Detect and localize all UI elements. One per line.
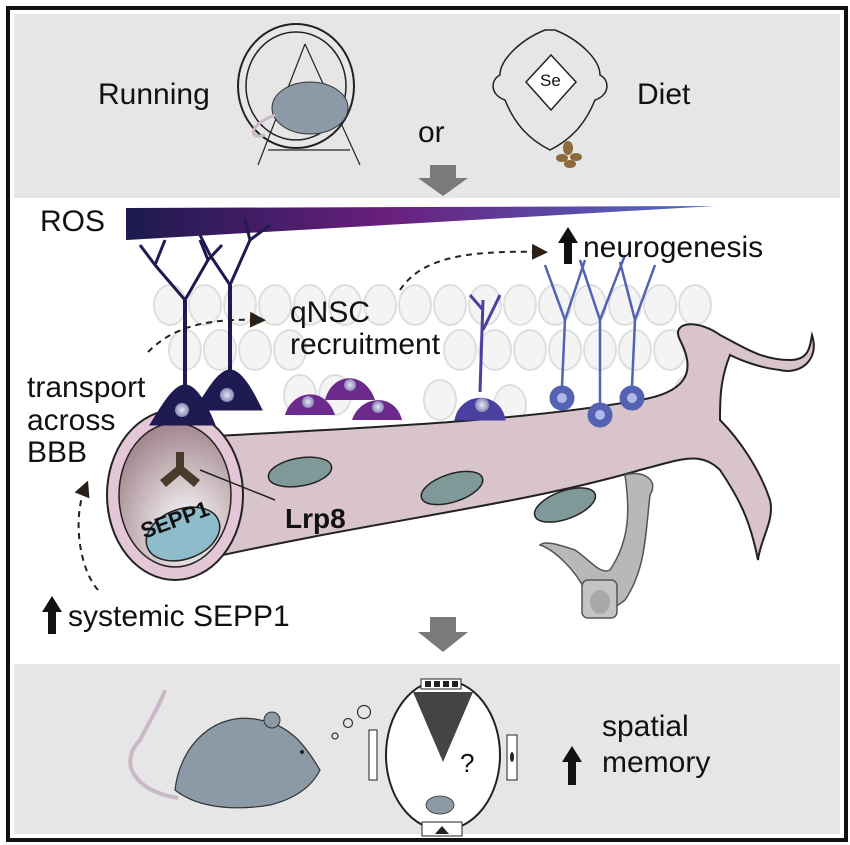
running-label: Running: [98, 78, 210, 111]
diet-label: Diet: [637, 78, 691, 111]
spatial-label: spatial: [602, 710, 689, 743]
recruitment-label: recruitment: [290, 328, 441, 361]
flow-arrow-to-neurogenesis: [399, 243, 548, 291]
down-arrow-icon: [418, 165, 468, 196]
memory-label: memory: [602, 746, 711, 779]
newborn-neurons: [543, 254, 657, 428]
down-arrow-icon: [418, 617, 468, 652]
intervention-panel: [14, 14, 840, 198]
lrp8-label: Lrp8: [285, 503, 346, 534]
platform-quadrant: [413, 692, 473, 762]
ros-gradient-bar: [126, 206, 715, 240]
neurogenesis-label: neurogenesis: [583, 231, 764, 264]
water-maze-icon: [368, 678, 518, 837]
mouse-icon: [271, 81, 349, 135]
sepp1-protein: [145, 506, 221, 562]
across-label: across: [27, 404, 116, 437]
mature-neurons: [138, 219, 271, 426]
glial-cell: [538, 472, 654, 619]
increase-arrow-icon: [558, 227, 578, 264]
transport-label: transport: [27, 371, 146, 404]
running-wheel-icon: [237, 23, 361, 166]
lrp8-receptor-icon: [160, 452, 200, 487]
flow-arrow-to-bbb: [74, 480, 99, 591]
ros-label: ROS: [40, 205, 106, 238]
maze-question-mark: ?: [460, 748, 475, 778]
flow-arrow-to-qnsc: [147, 311, 266, 353]
qnsc-cells: [285, 378, 402, 420]
increase-arrow-icon: [562, 746, 582, 785]
qnsc-label: qNSC: [290, 296, 371, 329]
activated-nsc: [454, 294, 506, 421]
or-label: or: [418, 116, 445, 149]
mouse-thinking-icon: [128, 689, 372, 809]
bbb-label: BBB: [27, 436, 88, 469]
selenium-label: Se: [540, 71, 561, 90]
systemic-sepp1-label: systemic SEPP1: [68, 600, 290, 633]
selenium-diet-bag-icon: [492, 29, 608, 168]
increase-arrow-icon: [42, 596, 62, 634]
